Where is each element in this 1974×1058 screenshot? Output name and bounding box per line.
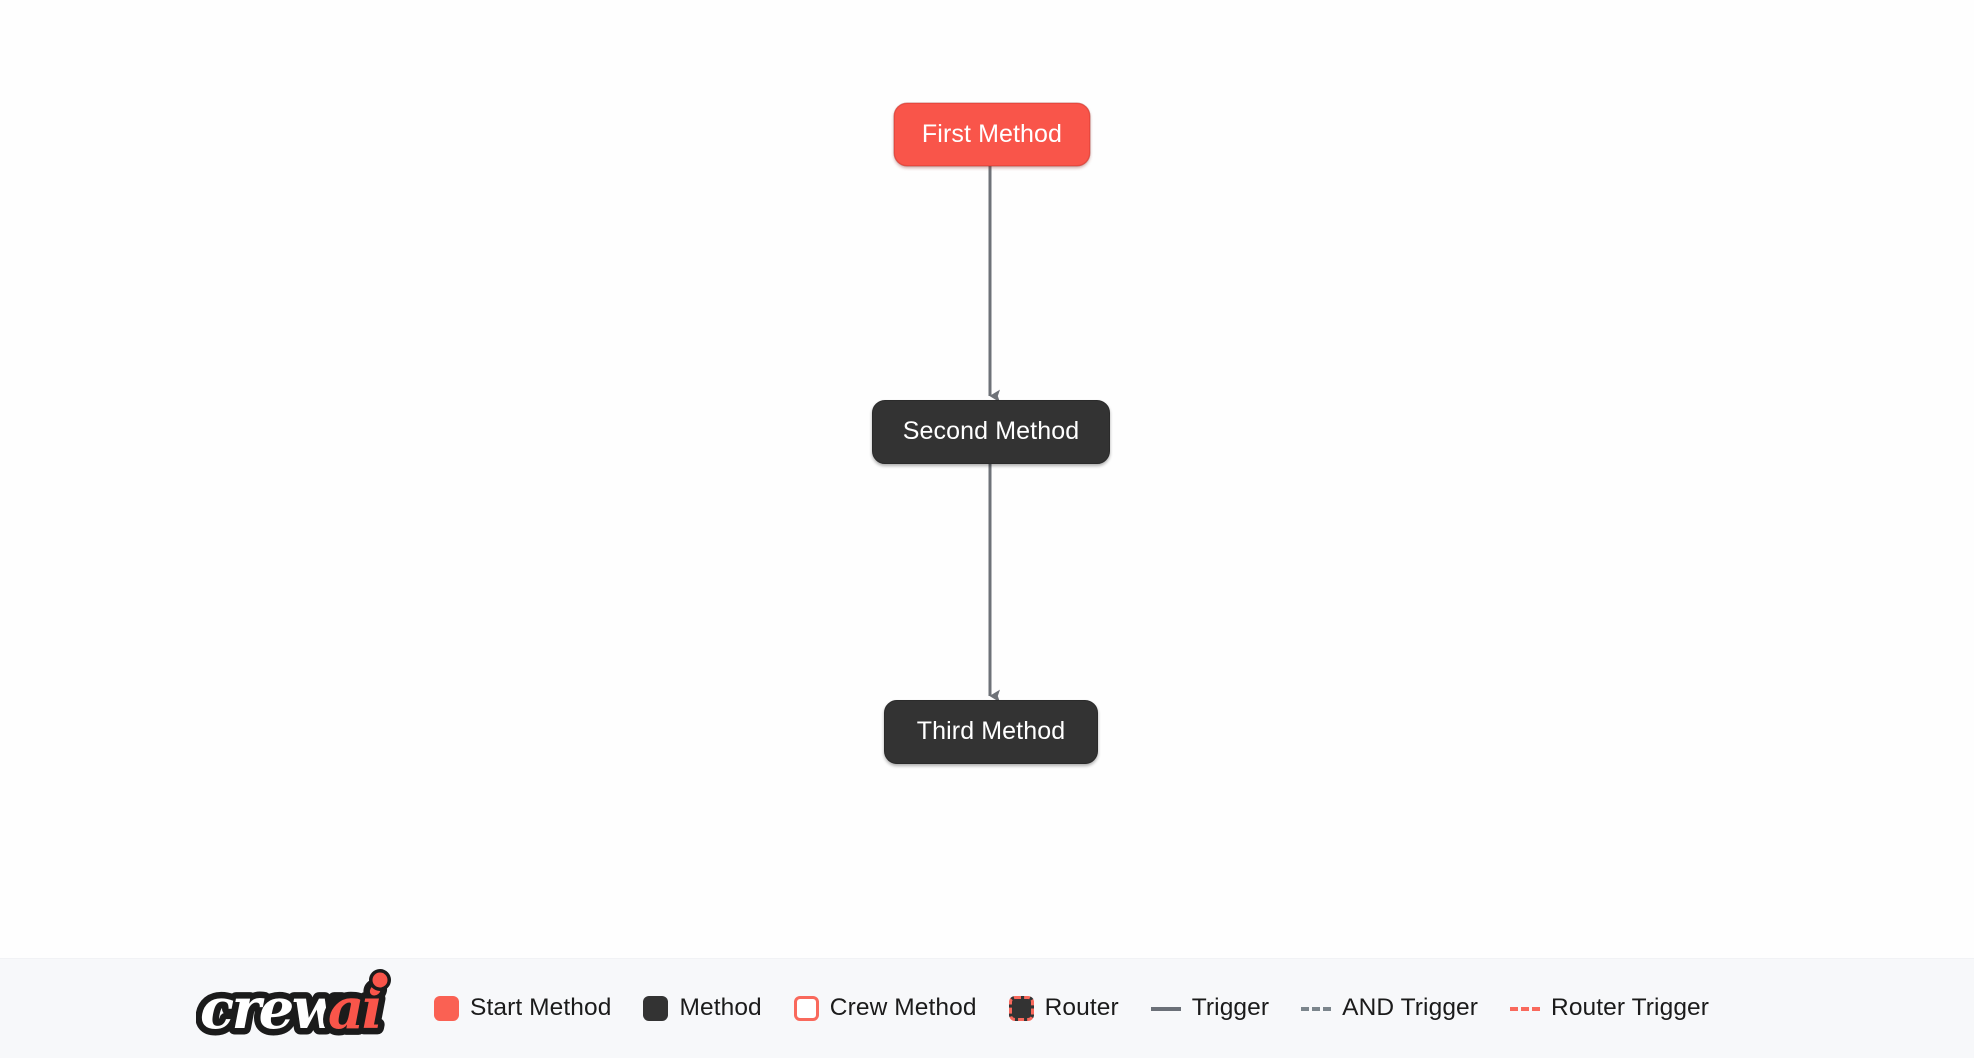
- svg-text:crew: crew: [200, 976, 342, 1042]
- legend-item-router: Router: [1008, 994, 1119, 1022]
- legend-item-label: Router Trigger: [1551, 994, 1710, 1022]
- legend-item-method: Method: [643, 994, 762, 1022]
- flow-node-second-method[interactable]: Second Method: [872, 400, 1110, 464]
- legend-footer: crew crew ai ai Start Method Method Crew: [0, 958, 1974, 1058]
- legend-item-label: Router: [1044, 994, 1119, 1022]
- flow-node-first-method[interactable]: First Method: [894, 103, 1090, 166]
- square-swatch-outline-red-icon: [793, 996, 819, 1021]
- svg-text:crew: crew: [200, 976, 342, 1042]
- flow-node-third-method[interactable]: Third Method: [884, 700, 1098, 764]
- square-swatch-filled-dark-icon: [643, 996, 669, 1021]
- flow-canvas[interactable]: First Method Second Method Third Method: [0, 0, 1974, 958]
- legend-item-label: Crew Method: [829, 994, 977, 1022]
- legend-item-trigger: Trigger: [1150, 994, 1270, 1022]
- flow-node-label: First Method: [921, 119, 1063, 148]
- legend-item-and-trigger: AND Trigger: [1301, 996, 1478, 1021]
- flow-node-label: Second Method: [902, 417, 1080, 445]
- legend-item-crew-method: Crew Method: [793, 994, 977, 1022]
- line-solid-gray-icon: [1150, 1006, 1181, 1011]
- flow-node-label: Third Method: [916, 717, 1066, 745]
- crewai-logo: crew crew ai ai: [196, 968, 391, 1048]
- legend-item-label: Method: [679, 994, 762, 1022]
- square-swatch-filled-red-icon: [434, 996, 459, 1021]
- legend-item-label: Start Method: [470, 994, 612, 1022]
- legend-item-start-method: Start Method: [434, 996, 611, 1021]
- line-dashed-red-icon: [1510, 1006, 1541, 1011]
- square-swatch-dashed-red-icon: [1008, 996, 1034, 1021]
- legend-item-label: AND Trigger: [1342, 994, 1479, 1022]
- legend-row: crew crew ai ai Start Method Method Crew: [196, 966, 1709, 1052]
- legend-item-router-trigger: Router Trigger: [1510, 996, 1709, 1021]
- legend-item-label: Trigger: [1191, 994, 1270, 1022]
- line-dashed-gray-icon: [1301, 1006, 1332, 1011]
